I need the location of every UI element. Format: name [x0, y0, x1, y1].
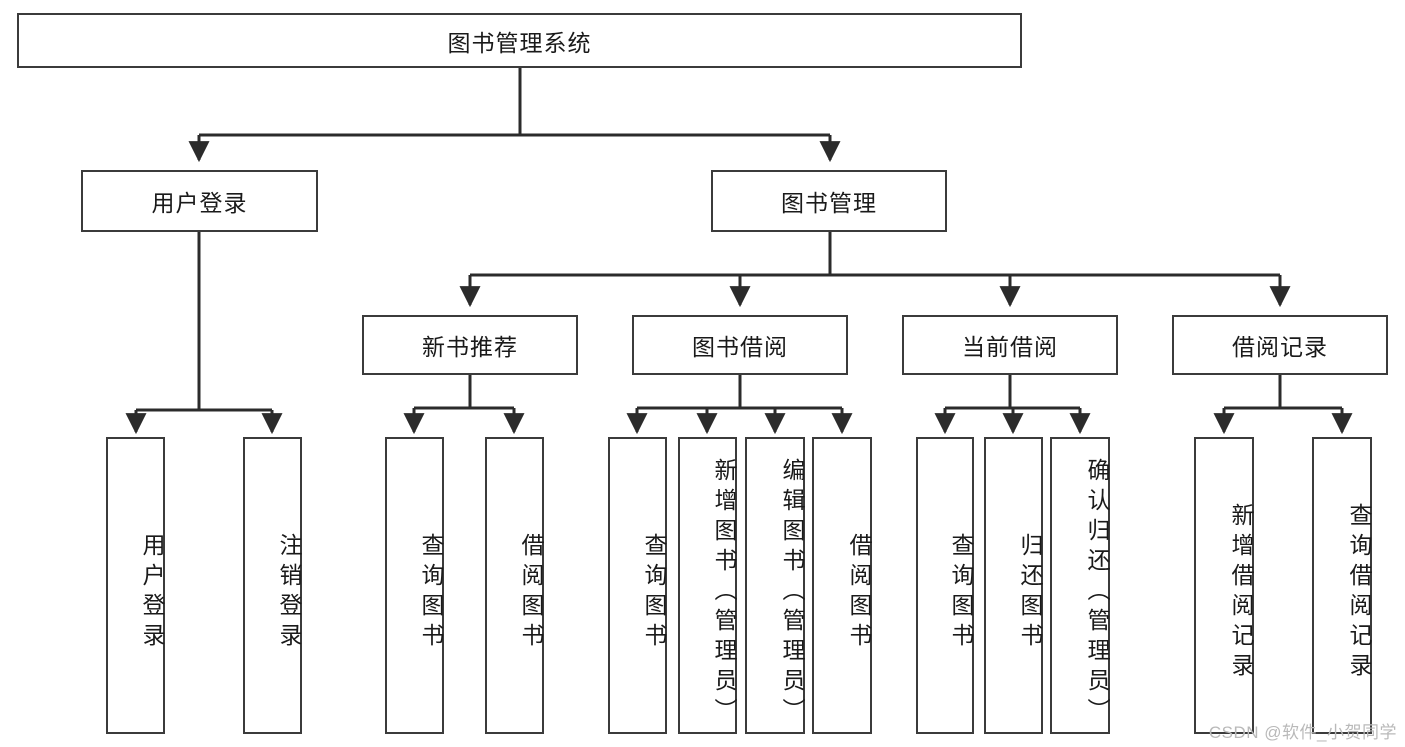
node-label: 确认归还（管理员） [1084, 457, 1110, 728]
leaf-return-book[interactable]: 归还图书 [984, 437, 1043, 734]
leaf-query-book-recommend[interactable]: 查询图书 [385, 437, 444, 734]
leaf-logout-login[interactable]: 注销登录 [243, 437, 302, 734]
node-label: 查询借阅记录 [1346, 502, 1372, 683]
node-label: 借阅图书 [518, 532, 544, 653]
node-new-book-recommend[interactable]: 新书推荐 [362, 315, 578, 375]
node-label: 图书管理 [781, 190, 877, 216]
node-label: 查询图书 [641, 532, 667, 653]
leaf-edit-book-admin[interactable]: 编辑图书（管理员） [745, 437, 805, 734]
node-current-borrow[interactable]: 当前借阅 [902, 315, 1118, 375]
leaf-borrow-book[interactable]: 借阅图书 [812, 437, 872, 734]
leaf-user-login[interactable]: 用户登录 [106, 437, 165, 734]
node-label: 归还图书 [1017, 532, 1043, 653]
node-label: 注销登录 [276, 532, 302, 653]
leaf-add-borrow-record[interactable]: 新增借阅记录 [1194, 437, 1254, 734]
node-label: 新增图书（管理员） [711, 457, 737, 728]
node-label: 图书借阅 [692, 334, 788, 360]
leaf-query-book-borrow[interactable]: 查询图书 [608, 437, 667, 734]
node-book-manage[interactable]: 图书管理 [711, 170, 947, 232]
node-label: 新增借阅记录 [1228, 502, 1254, 683]
node-label: 图书管理系统 [447, 29, 592, 56]
node-label: 当前借阅 [962, 334, 1058, 360]
node-label: 借阅记录 [1232, 334, 1328, 360]
node-label: 新书推荐 [422, 334, 518, 360]
node-label: 编辑图书（管理员） [779, 457, 805, 728]
watermark: CSDN @软件_小贺同学 [1208, 723, 1397, 742]
node-borrow-record[interactable]: 借阅记录 [1172, 315, 1388, 375]
node-label: 查询图书 [948, 532, 974, 653]
leaf-confirm-return-admin[interactable]: 确认归还（管理员） [1050, 437, 1110, 734]
node-user-login[interactable]: 用户登录 [81, 170, 318, 232]
leaf-add-book-admin[interactable]: 新增图书（管理员） [678, 437, 737, 734]
leaf-query-borrow-record[interactable]: 查询借阅记录 [1312, 437, 1372, 734]
node-label: 用户登录 [139, 532, 165, 653]
leaf-borrow-book-recommend[interactable]: 借阅图书 [485, 437, 544, 734]
node-label: 用户登录 [151, 190, 248, 216]
node-label: 查询图书 [418, 532, 444, 653]
node-label: 借阅图书 [846, 532, 872, 653]
node-book-borrow[interactable]: 图书借阅 [632, 315, 848, 375]
leaf-query-book-current[interactable]: 查询图书 [916, 437, 974, 734]
node-root-system[interactable]: 图书管理系统 [17, 13, 1022, 68]
